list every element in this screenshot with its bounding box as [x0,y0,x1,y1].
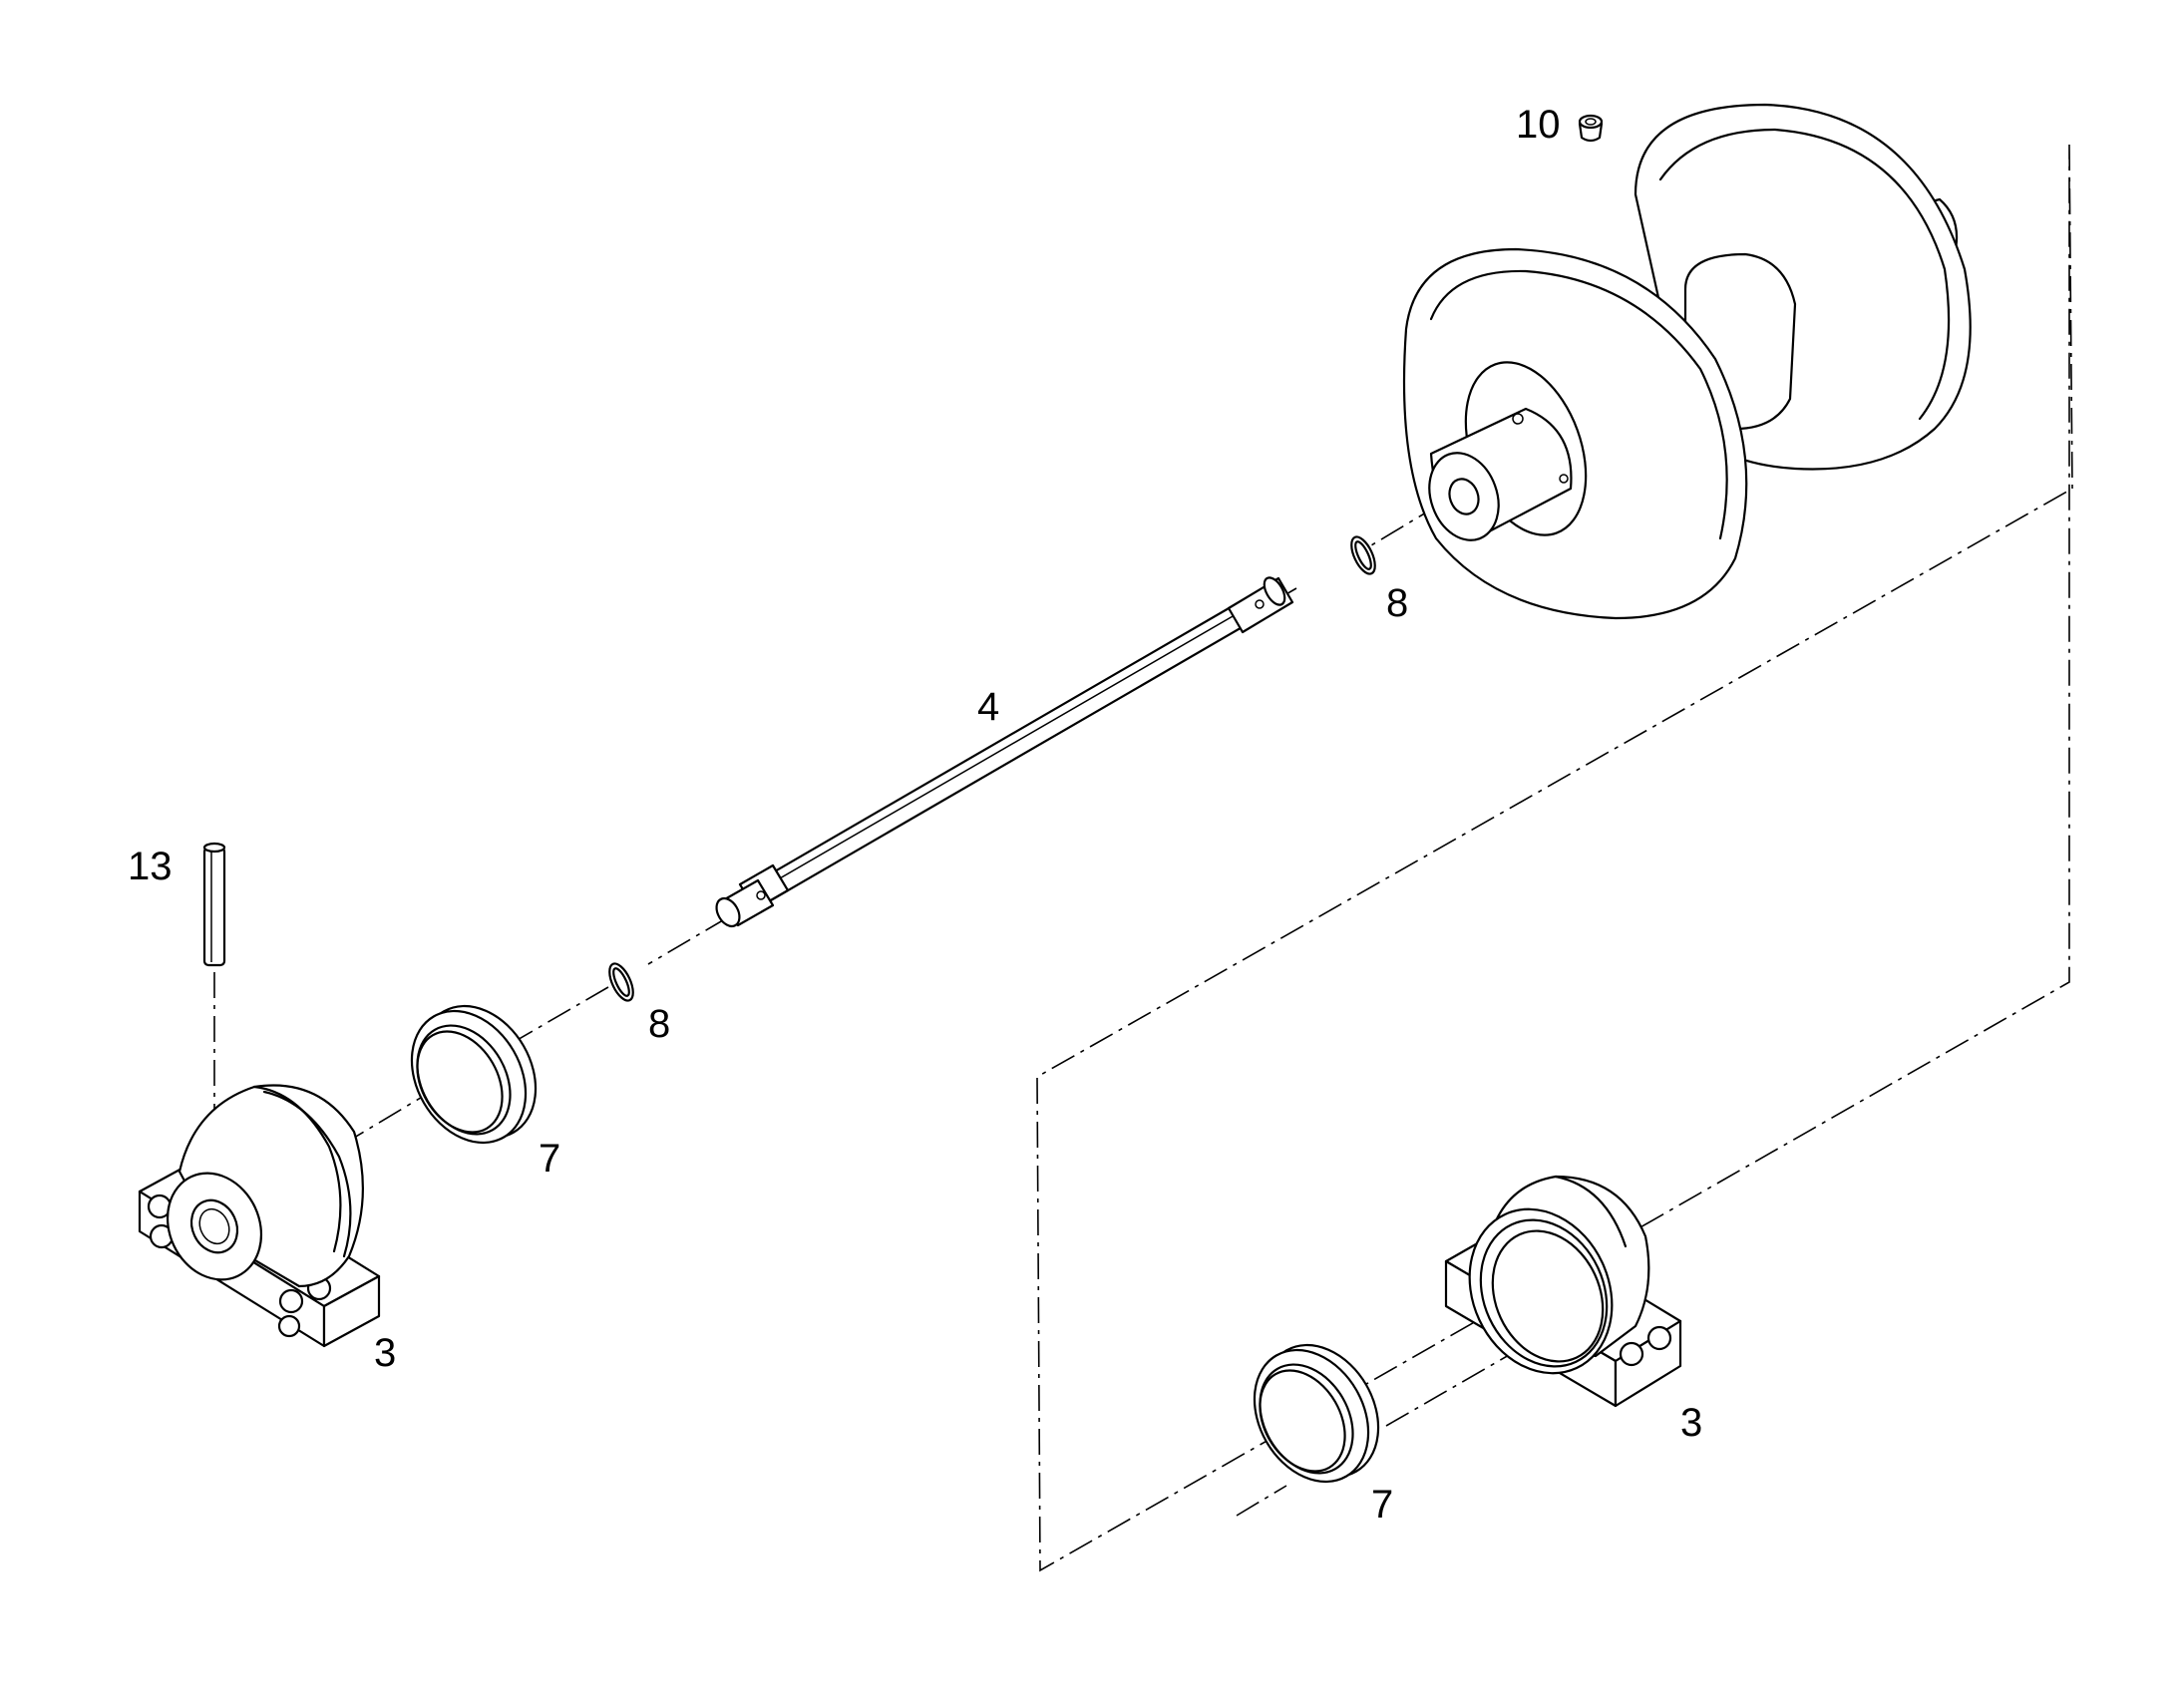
callout-labels: 10 8 4 13 8 7 3 3 7 [128,103,1702,1527]
part-8-snap-ring-lower [608,962,634,1002]
part-7-seal-left [410,1004,538,1145]
callout-13: 13 [128,845,173,888]
part-3-bracket-right [1444,1175,1682,1408]
part-3-bracket-left [138,1084,381,1348]
callout-4: 4 [977,685,999,729]
callout-7-left: 7 [539,1137,560,1181]
callout-10: 10 [1516,103,1561,147]
part-13-pin [202,842,226,967]
roller-assembly [1402,103,1972,620]
part-8-snap-ring-upper [1350,535,1376,575]
part-10-nut [1578,114,1604,143]
callout-8-lower: 8 [648,1002,670,1046]
callout-8-upper: 8 [1386,581,1408,625]
callout-3-left: 3 [374,1331,396,1375]
callout-3-right: 3 [1680,1401,1702,1445]
part-7-seal-right [1253,1343,1380,1484]
part-4-shaft [715,576,1294,928]
callout-7-right: 7 [1371,1483,1393,1527]
